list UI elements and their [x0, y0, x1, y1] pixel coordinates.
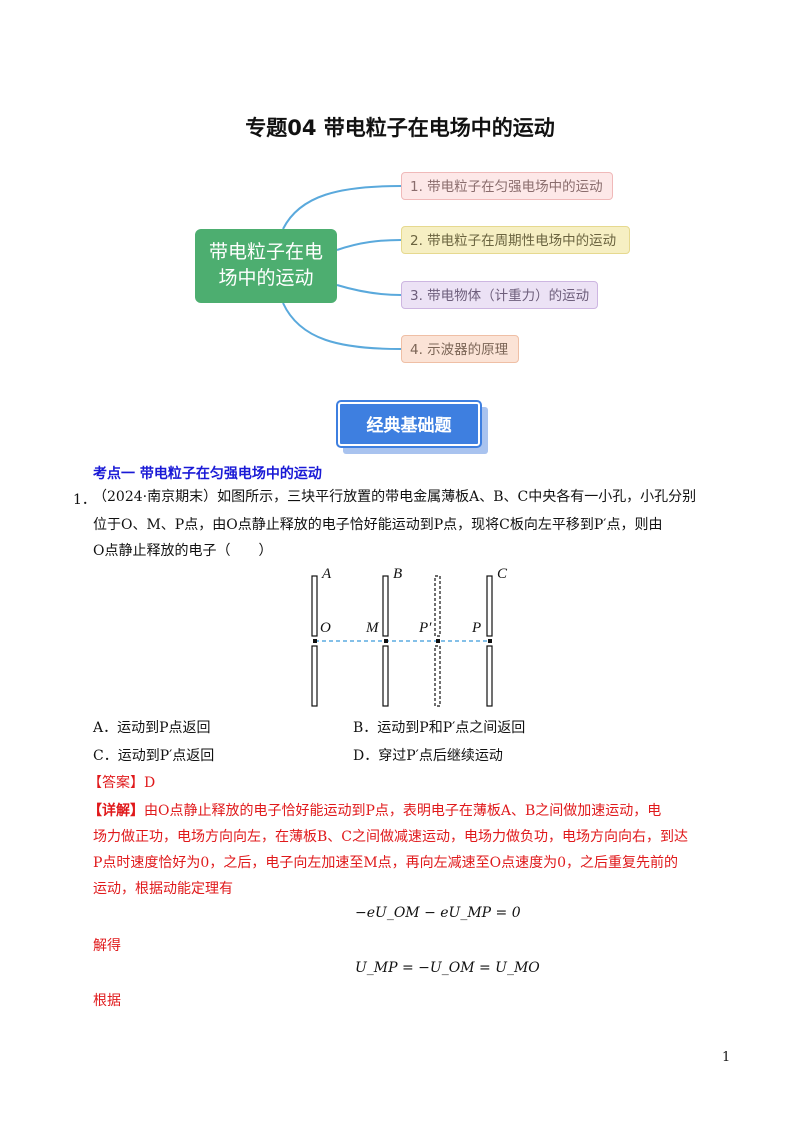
- explain-line-1: 【详解】由O点静止释放的电子恰好能运动到P点，表明电子在薄板A、B之间做加速运动…: [88, 798, 748, 824]
- option-d: D．穿过P′点后继续运动: [353, 748, 503, 764]
- page-number: 1: [722, 1050, 731, 1065]
- option-a: A．运动到P点返回: [93, 720, 211, 736]
- point-p: [488, 639, 492, 643]
- label-a: A: [321, 566, 332, 582]
- option-c: C．运动到P′点返回: [93, 748, 215, 764]
- solve-label: 解得: [93, 938, 121, 954]
- mindmap-node-4: 4. 示波器的原理: [401, 335, 519, 363]
- point-p-prime: [436, 639, 440, 643]
- mindmap-node-2: 2. 带电粒子在周期性电场中的运动: [401, 226, 630, 254]
- section-heading: 考点一 带电粒子在匀强电场中的运动: [93, 466, 322, 482]
- plate-a-top: [311, 575, 318, 637]
- explain-line-3: P点时速度恰好为0，之后，电子向左加速至M点，再向左减速至O点速度为0，之后重复…: [93, 855, 679, 871]
- explain-text-1: 由O点静止释放的电子恰好能运动到P点，表明电子在薄板A、B之间做加速运动，电: [144, 803, 662, 819]
- connector-4: [282, 302, 402, 350]
- plate-c-top: [486, 575, 493, 637]
- explain-line-2: 场力做正功，电场方向向左，在薄板B、C之间做减速运动，电场力做负功，电场方向向右…: [93, 829, 688, 845]
- mindmap-center: 带电粒子在电场中的运动: [195, 229, 337, 303]
- option-b: B．运动到P和P′点之间返回: [353, 720, 526, 736]
- point-m: [384, 639, 388, 643]
- mindmap-node-3: 3. 带电物体（计重力）的运动: [401, 281, 598, 309]
- plate-c-bottom: [486, 645, 493, 707]
- page-title: 专题04 带电粒子在电场中的运动: [245, 116, 555, 140]
- connector-2: [336, 239, 402, 251]
- section-badge: 经典基础题: [336, 400, 482, 448]
- label-m: M: [365, 620, 380, 636]
- equation-1: −eU_OM − eU_MP = 0: [355, 905, 521, 921]
- plate-b-top: [382, 575, 389, 637]
- point-o: [313, 639, 317, 643]
- answer: 【答案】D: [88, 775, 156, 791]
- label-p-prime: P′: [418, 620, 432, 636]
- plate-b-bottom: [382, 645, 389, 707]
- label-o: O: [320, 620, 331, 636]
- label-b: B: [393, 566, 402, 582]
- plate-a-bottom: [311, 645, 318, 707]
- according-label: 根据: [93, 993, 121, 1009]
- explain-label: 【详解】: [88, 803, 144, 819]
- question-line-3: O点静止释放的电子（ ）: [93, 543, 273, 559]
- question-number: 1．: [73, 492, 96, 508]
- mindmap-connectors: [282, 185, 402, 350]
- explain-line-4: 运动，根据动能定理有: [93, 881, 233, 897]
- question-line-2: 位于O、M、P点，由O点静止释放的电子恰好能运动到P点，现将C板向左平移到P′点…: [93, 517, 663, 533]
- question-line-1: （2024·南京期末）如图所示，三块平行放置的带电金属薄板A、B、C中央各有一小…: [93, 489, 697, 505]
- plate-c-moved-top: [434, 575, 441, 637]
- plate-c-moved-bottom: [434, 645, 441, 707]
- connector-1: [282, 185, 402, 230]
- connector-3: [336, 284, 402, 296]
- mindmap-node-1: 1. 带电粒子在匀强电场中的运动: [401, 172, 613, 200]
- mindmap-center-label: 带电粒子在电场中的运动: [208, 241, 323, 289]
- equation-2: U_MP = −U_OM = U_MO: [355, 960, 540, 976]
- label-c: C: [497, 566, 508, 582]
- label-p: P: [471, 620, 481, 636]
- plates-figure: A B C O M P′ P: [311, 566, 508, 707]
